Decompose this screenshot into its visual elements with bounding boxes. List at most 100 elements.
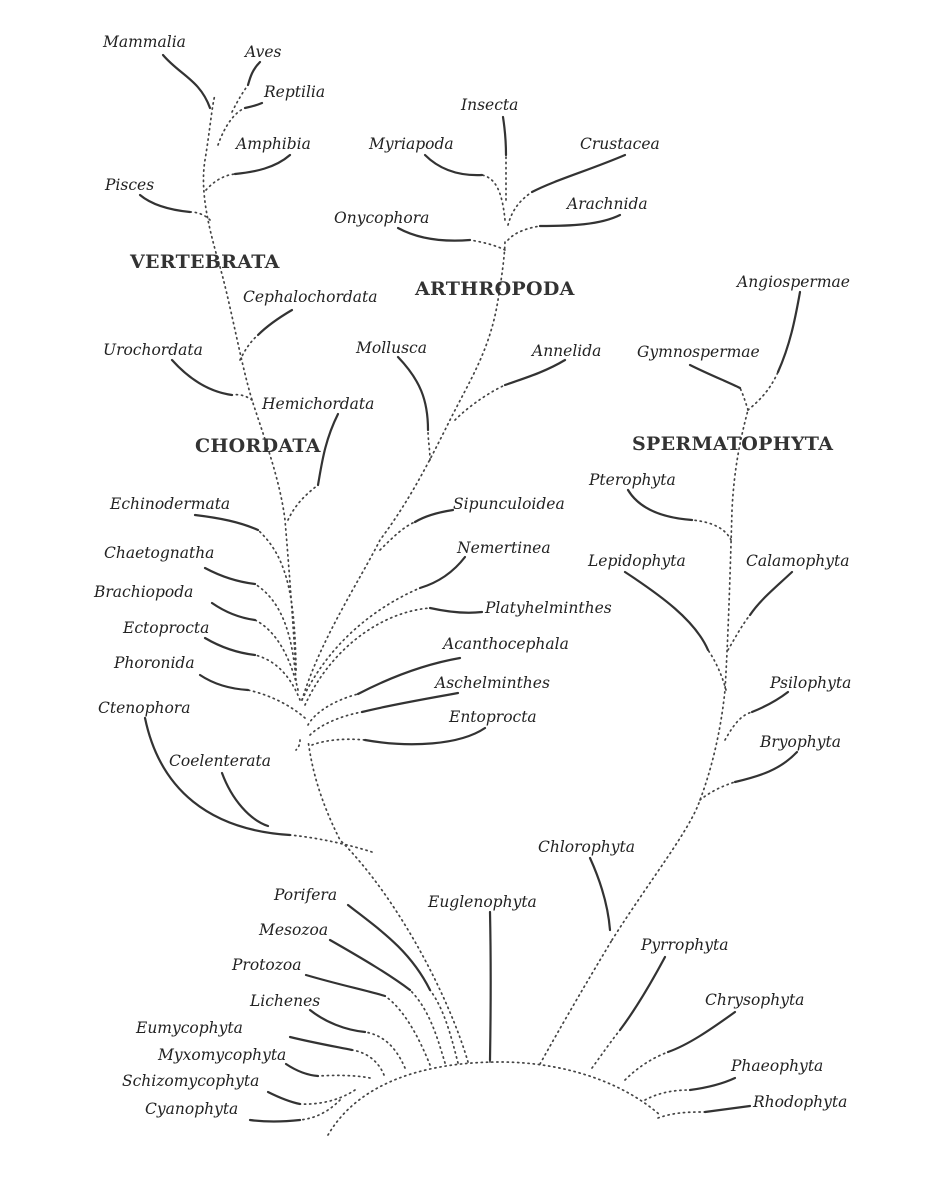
calamophyta-branch bbox=[727, 614, 751, 651]
crustacea-leader bbox=[530, 153, 627, 194]
phoronida-leader bbox=[198, 673, 250, 692]
annelida-branch bbox=[454, 384, 506, 421]
taxon-label-reptilia: Reptilia bbox=[263, 83, 325, 101]
taxon-label-mammalia: Mammalia bbox=[102, 33, 186, 51]
angiospermae-leader bbox=[776, 290, 802, 374]
echinodermata-branch bbox=[257, 529, 297, 671]
lichenes-leader bbox=[308, 1008, 367, 1034]
entoprocta-branch bbox=[311, 738, 366, 746]
chaetognatha-branch bbox=[254, 583, 297, 681]
platyhelminthes-branch bbox=[304, 607, 431, 706]
porifera-branch bbox=[429, 989, 459, 1064]
gymnospermae-branch bbox=[739, 387, 749, 411]
taxon-label-entoprocta: Entoprocta bbox=[448, 708, 537, 726]
mesozoa-leader bbox=[328, 938, 412, 992]
pyrrophyta-leader bbox=[618, 955, 667, 1032]
aves-branch bbox=[231, 84, 249, 113]
taxon-label-cephalochordata: Cephalochordata bbox=[243, 288, 378, 306]
chrysophyta-branch bbox=[624, 1051, 669, 1081]
taxon-label-cyanophyta: Cyanophyta bbox=[145, 1100, 238, 1118]
schizomycophyta-branch bbox=[299, 1089, 356, 1105]
porifera-leader bbox=[346, 903, 432, 992]
urochordata-leader bbox=[170, 358, 234, 397]
taxon-label-aves: Aves bbox=[243, 43, 281, 61]
cyanophyta-leader bbox=[248, 1118, 302, 1123]
taxon-label-ectoprocta: Ectoprocta bbox=[122, 619, 209, 637]
taxon-label-myriapoda: Myriapoda bbox=[368, 135, 454, 153]
taxon-label-protozoa: Protozoa bbox=[231, 956, 301, 974]
coelenterata-branch bbox=[289, 834, 373, 853]
taxon-label-psilophyta: Psilophyta bbox=[769, 674, 851, 692]
taxon-label-nemertinea: Nemertinea bbox=[456, 539, 551, 557]
myxomycophyta-branch bbox=[317, 1074, 371, 1079]
taxon-label-amphibia: Amphibia bbox=[234, 135, 311, 153]
acanthocephala-branch bbox=[307, 693, 359, 726]
taxon-label-eumycophyta: Eumycophyta bbox=[135, 1019, 243, 1037]
mollusca-leader bbox=[396, 355, 430, 432]
sipunculoidea-branch bbox=[379, 521, 416, 551]
taxon-label-gymnospermae: Gymnospermae bbox=[637, 343, 760, 361]
lepidophyta-leader bbox=[623, 570, 710, 652]
mammalia-leader bbox=[161, 53, 212, 110]
group-label-vertebrata: VERTEBRATA bbox=[129, 251, 280, 273]
base-arc-branch bbox=[327, 1061, 661, 1136]
taxon-label-chaetognatha: Chaetognatha bbox=[104, 544, 214, 562]
bryophyta-leader bbox=[733, 750, 799, 784]
nemertinea-branch bbox=[301, 587, 421, 701]
taxon-label-acanthocephala: Acanthocephala bbox=[441, 635, 569, 653]
cephalochordata-leader bbox=[256, 308, 294, 337]
arachnida-leader bbox=[538, 213, 622, 228]
taxon-label-chlorophyta: Chlorophyta bbox=[538, 838, 635, 856]
taxon-label-schizomycophyta: Schizomycophyta bbox=[122, 1072, 259, 1090]
insecta-leader bbox=[501, 115, 508, 157]
nemertinea-leader bbox=[418, 555, 467, 590]
lepidophyta-branch bbox=[707, 649, 727, 691]
taxon-label-myxomycophyta: Myxomycophyta bbox=[157, 1046, 286, 1064]
plant-trunk-branch bbox=[611, 409, 749, 941]
bryophyta-branch bbox=[699, 781, 736, 801]
arachnida-branch bbox=[507, 225, 541, 241]
myriapoda-leader bbox=[423, 153, 484, 177]
taxon-label-pisces: Pisces bbox=[104, 176, 154, 194]
brachiopoda-branch bbox=[254, 619, 299, 691]
taxon-label-chrysophyta: Chrysophyta bbox=[705, 991, 804, 1009]
echinodermata-leader bbox=[193, 513, 260, 532]
taxon-label-calamophyta: Calamophyta bbox=[746, 552, 849, 570]
taxon-label-annelida: Annelida bbox=[530, 342, 601, 360]
myxomycophyta-leader bbox=[284, 1062, 320, 1078]
leaders bbox=[138, 53, 802, 1123]
taxon-label-rhodophyta: Rhodophyta bbox=[752, 1093, 847, 1111]
taxon-label-sipunculoidea: Sipunculoidea bbox=[453, 495, 565, 513]
coelenterata-leader bbox=[220, 771, 270, 828]
cyanophyta-branch bbox=[299, 1099, 341, 1121]
rhodophyta-leader bbox=[703, 1104, 752, 1114]
angiospermae-branch bbox=[747, 371, 779, 411]
reptilia-branch bbox=[217, 107, 246, 146]
taxon-label-ctenophora: Ctenophora bbox=[98, 699, 190, 717]
schizomycophyta-leader bbox=[266, 1090, 302, 1106]
pisces-branch bbox=[189, 211, 211, 221]
taxon-label-echinodermata: Echinodermata bbox=[109, 495, 230, 513]
pisces-leader bbox=[138, 193, 192, 214]
onycophora-branch bbox=[469, 239, 506, 251]
protozoa-branch bbox=[384, 995, 431, 1066]
eumycophyta-leader bbox=[288, 1035, 354, 1052]
taxon-label-phoronida: Phoronida bbox=[113, 654, 195, 672]
rhodophyta-branch bbox=[657, 1111, 706, 1119]
taxon-label-urochordata: Urochordata bbox=[103, 341, 203, 359]
chrysophyta-leader bbox=[666, 1010, 737, 1054]
phaeophyta-leader bbox=[688, 1076, 737, 1092]
amphibia-branch bbox=[205, 173, 236, 191]
group-labels: VERTEBRATA ARTHROPODA CHORDATA SPERMATOP… bbox=[129, 251, 833, 457]
taxon-label-hemichordata: Hemichordata bbox=[261, 395, 374, 413]
animal-trunk-branch bbox=[307, 739, 469, 1063]
eumycophyta-branch bbox=[351, 1049, 385, 1076]
taxon-label-coelenterata: Coelenterata bbox=[169, 752, 271, 770]
protostome-trunk-branch bbox=[301, 239, 506, 701]
taxon-label-aschelminthes: Aschelminthes bbox=[433, 674, 550, 692]
taxon-label-angiospermae: Angiospermae bbox=[735, 273, 850, 291]
phaeophyta-branch bbox=[644, 1089, 691, 1101]
pterophyta-branch bbox=[691, 519, 732, 541]
pyrrophyta-branch bbox=[591, 1029, 621, 1069]
entoprocta-leader bbox=[363, 726, 487, 746]
